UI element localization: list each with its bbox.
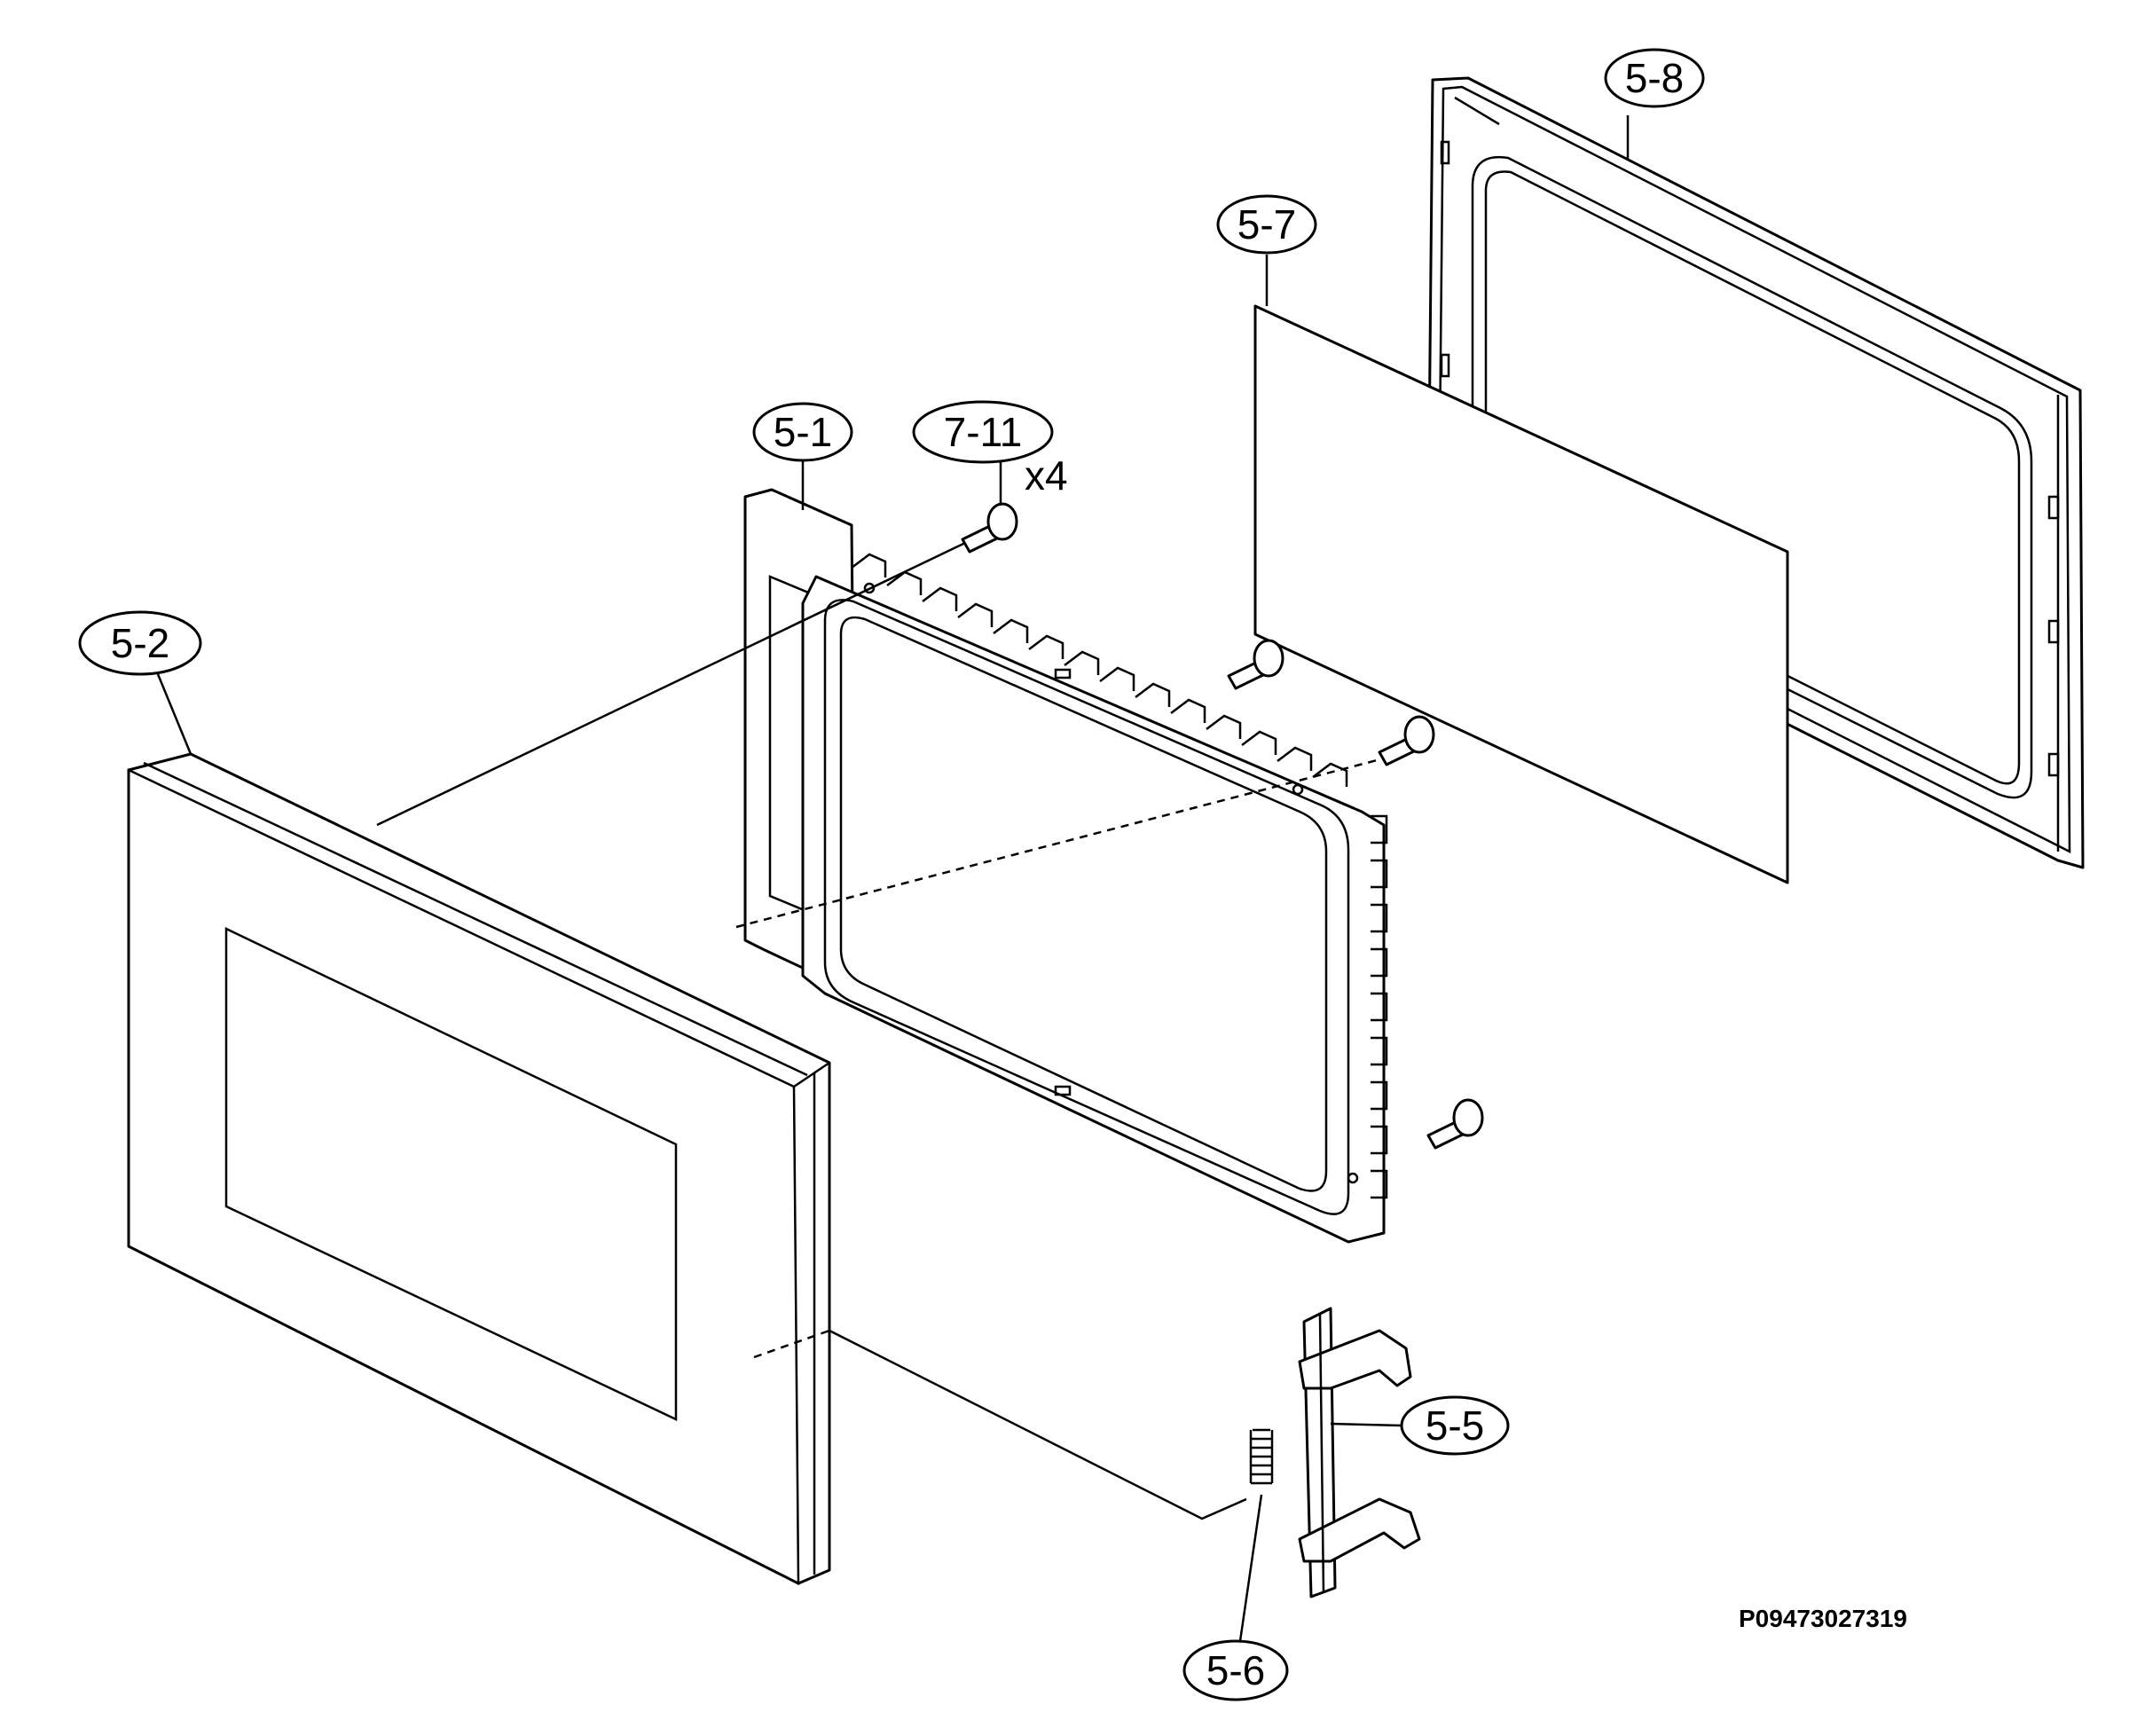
assembly-line bbox=[735, 757, 1385, 929]
callout-7-11: 7-11 x4 bbox=[912, 400, 1068, 506]
choke-cover-part bbox=[1426, 76, 2085, 869]
screw-part bbox=[1426, 1098, 1484, 1150]
callout-5-1: 5-1 bbox=[752, 402, 853, 510]
latch-spring-part bbox=[1249, 1428, 1274, 1485]
callout-label: 5-1 bbox=[774, 409, 832, 455]
door-panel-part bbox=[127, 752, 831, 1586]
callout-label: 5-7 bbox=[1237, 201, 1296, 247]
callout-label: 5-6 bbox=[1206, 1647, 1265, 1693]
callout-5-5: 5-5 bbox=[1330, 1395, 1510, 1456]
assembly-line bbox=[376, 541, 966, 827]
window-film-part bbox=[1253, 304, 1789, 884]
callout-5-6: 5-6 bbox=[1182, 1494, 1289, 1701]
door-frame-part bbox=[743, 488, 1388, 1244]
callout-label: 7-11 bbox=[944, 409, 1023, 455]
callout-label: 5-5 bbox=[1426, 1402, 1484, 1449]
callout-5-8: 5-8 bbox=[1604, 48, 1705, 160]
screw-part bbox=[1227, 639, 1284, 690]
latch-hook-part bbox=[1298, 1307, 1421, 1599]
callout-label: 5-8 bbox=[1625, 55, 1684, 101]
callout-5-7: 5-7 bbox=[1216, 194, 1317, 306]
callout-5-2: 5-2 bbox=[78, 610, 202, 755]
callout-label: 5-2 bbox=[111, 620, 169, 666]
screw-quantity: x4 bbox=[1025, 452, 1068, 499]
screw-part bbox=[1378, 715, 1435, 766]
assembly-line bbox=[829, 1329, 1247, 1520]
drawing-code: P09473027319 bbox=[1739, 1605, 1907, 1632]
screw-part bbox=[961, 502, 1018, 554]
